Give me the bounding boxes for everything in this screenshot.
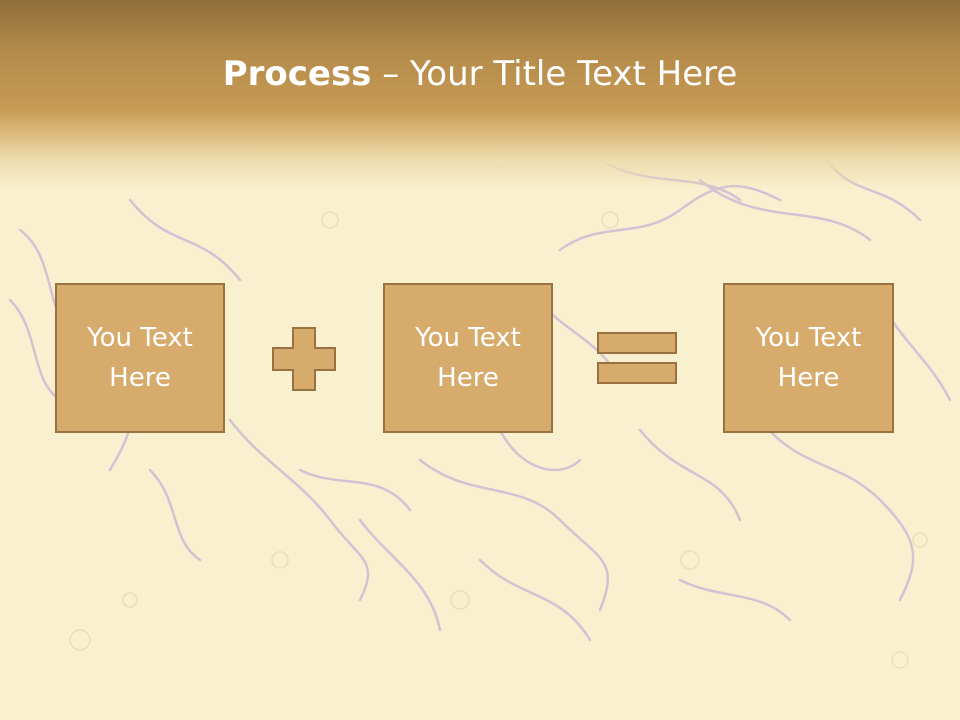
equals-icon xyxy=(597,332,677,384)
title-rest: – Your Title Text Here xyxy=(371,54,738,94)
slide-title: Process – Your Title Text Here xyxy=(0,52,960,96)
text-box-3[interactable]: You Text Here xyxy=(723,283,894,433)
header-band xyxy=(0,0,960,190)
text-box-2[interactable]: You Text Here xyxy=(383,283,553,433)
plus-icon xyxy=(272,327,336,391)
title-bold: Process xyxy=(222,54,372,94)
text-box-1[interactable]: You Text Here xyxy=(55,283,225,433)
